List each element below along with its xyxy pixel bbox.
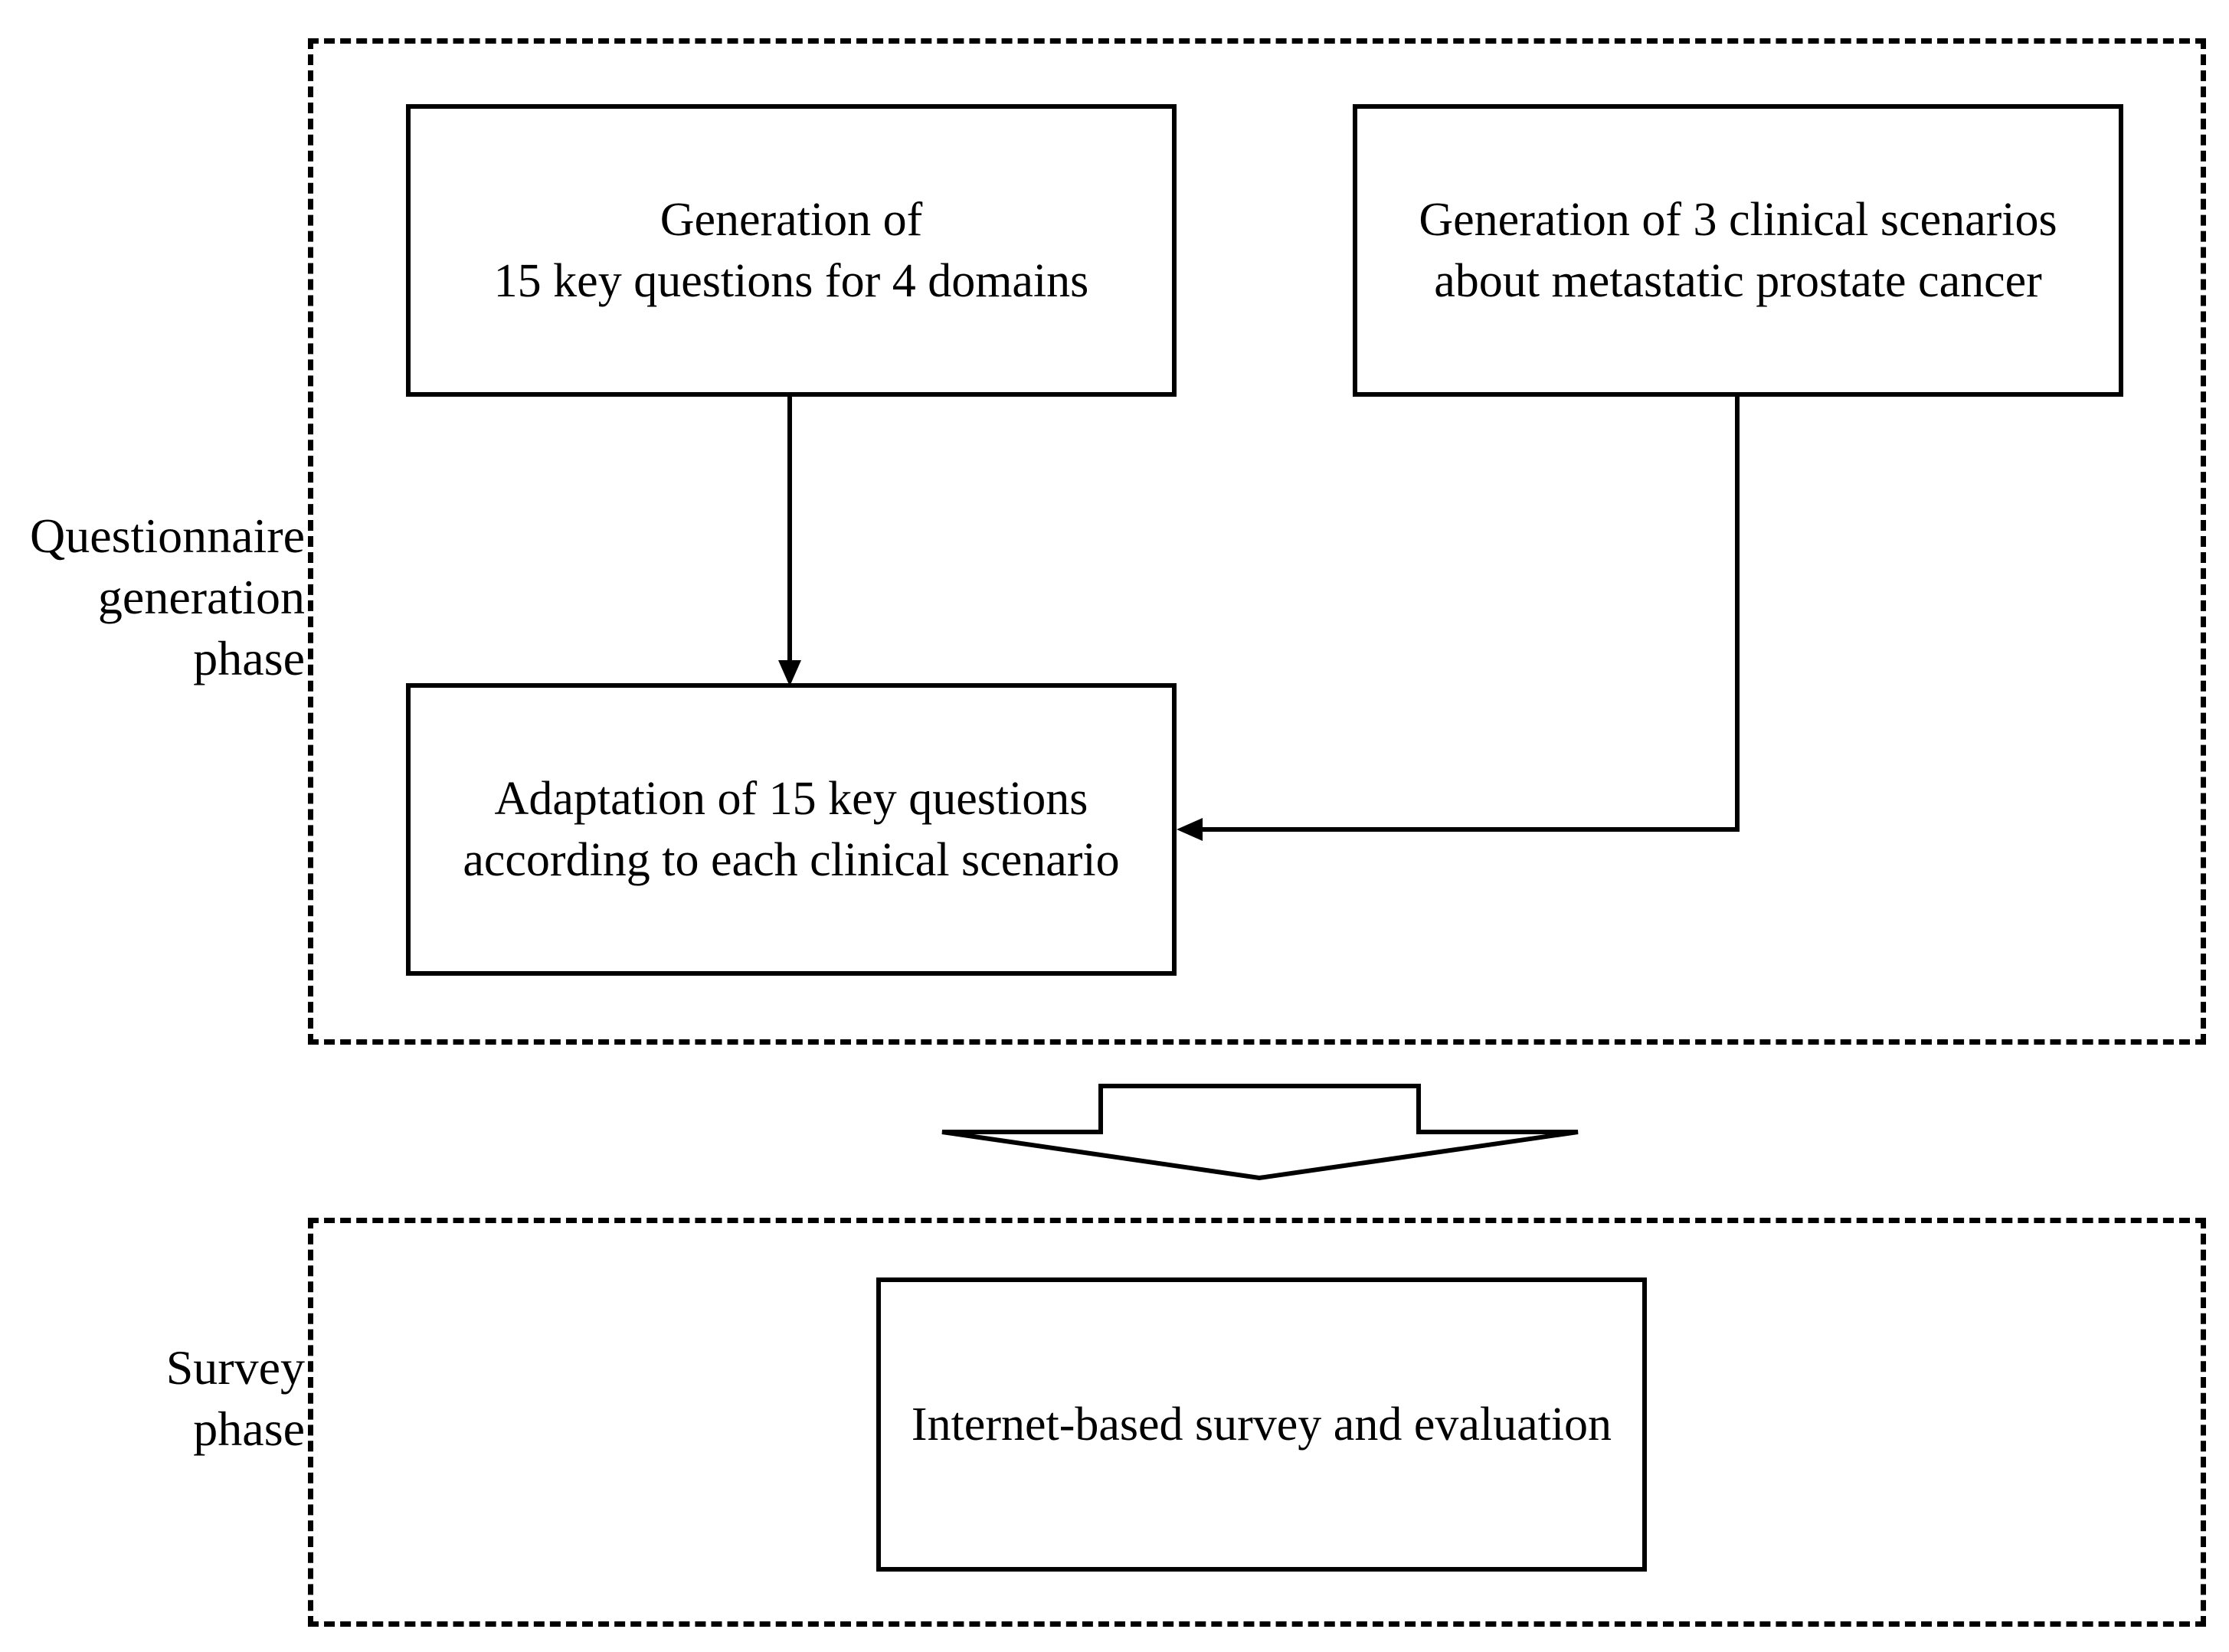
node-clinical-scenarios: Generation of 3 clinical scenarios about… [1353,104,2123,397]
node-adaptation-text: Adaptation of 15 key questions according… [463,773,1120,886]
questionnaire-generation-phase-box [308,38,2206,1045]
node-survey-text: Internet-based survey and evaluation [911,1398,1612,1451]
node-key-questions: Generation of 15 key questions for 4 dom… [406,104,1177,397]
node-clinical-scenarios-text: Generation of 3 clinical scenarios about… [1419,194,2057,307]
node-key-questions-text: Generation of 15 key questions for 4 dom… [493,194,1089,307]
survey-phase-box [308,1218,2206,1627]
questionnaire-generation-phase-label: Questionnaire generation phase [30,509,305,685]
node-adaptation: Adaptation of 15 key questions according… [406,683,1177,976]
node-survey: Internet-based survey and evaluation [876,1277,1647,1572]
phase-transition-arrow [941,1084,1579,1181]
survey-phase-label: Survey phase [165,1340,305,1456]
